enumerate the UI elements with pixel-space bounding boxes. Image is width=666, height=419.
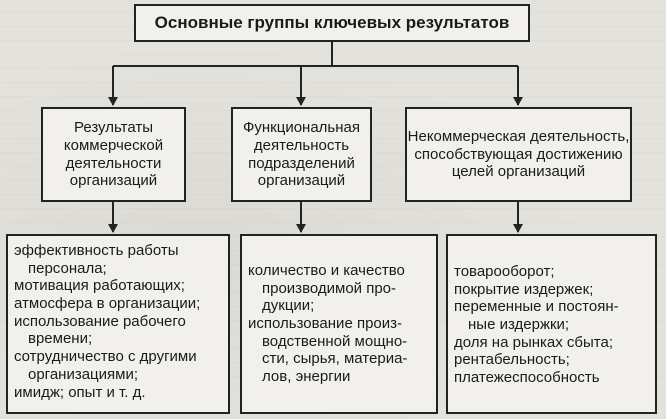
category-label: Результаты коммерческой деятельности орг… [63, 119, 164, 190]
list-item: рентабельность; [454, 351, 570, 369]
category-box-commercial: Результаты коммерческой деятельности орг… [41, 107, 186, 202]
list-item: сотрудничество с другими организациями; [14, 348, 197, 383]
list-item: платежеспособность [454, 369, 600, 387]
list-item: эффективность работы персонала; [14, 242, 179, 277]
results-list-functional: количество и качество производимой про- … [240, 234, 438, 414]
list-item: количество и качество производимой про- … [248, 262, 405, 315]
list-item: товарооборот; [454, 263, 555, 280]
list-item: доля на рынках сбыта; [454, 333, 613, 351]
list-item: использование рабочего времени; [14, 312, 186, 348]
category-box-functional: Функциональная деятельность подразделени… [231, 107, 372, 202]
list-item: переменные и постоян- ные издержки; [454, 298, 619, 334]
list-item: атмосфера в организации; [14, 295, 201, 313]
list-item: использование произ- водственной мощно- … [248, 315, 408, 386]
list-item: покрытие издержек; [454, 280, 594, 298]
list-item: имидж; опыт и т. д. [14, 383, 146, 401]
list-item: мотивация работающих; [14, 277, 185, 295]
diagram-title: Основные группы ключевых результатов [134, 4, 530, 42]
results-list-commercial: эффективность работы персонала; мотиваци… [6, 234, 230, 414]
category-box-noncommercial: Некоммерческая деятельность, способствую… [405, 107, 632, 202]
category-label: Функциональная деятельность подразделени… [242, 119, 360, 190]
results-list-noncommercial: товарооборот; покрытие издержек; перемен… [446, 234, 657, 414]
category-label: Некоммерческая деятельность, способствую… [407, 127, 630, 181]
